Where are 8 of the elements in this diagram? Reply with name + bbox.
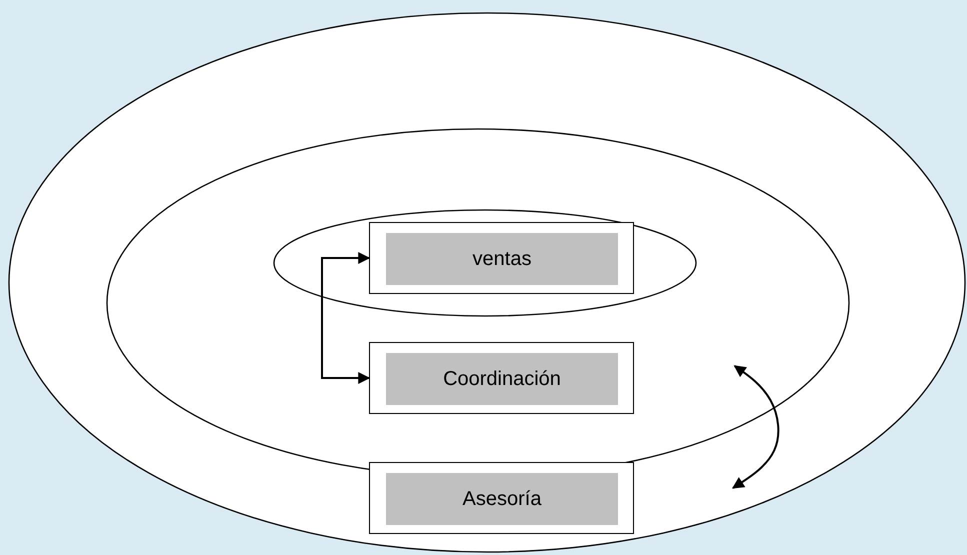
- process-box: [369, 462, 634, 534]
- process-box: [369, 222, 634, 294]
- arrow: [321, 252, 370, 384]
- box-label: ventas: [386, 233, 618, 285]
- box-label: Asesoría: [386, 473, 618, 525]
- box-label: Coordinación: [386, 353, 618, 405]
- process-box: [369, 342, 634, 414]
- arrow: [732, 365, 780, 489]
